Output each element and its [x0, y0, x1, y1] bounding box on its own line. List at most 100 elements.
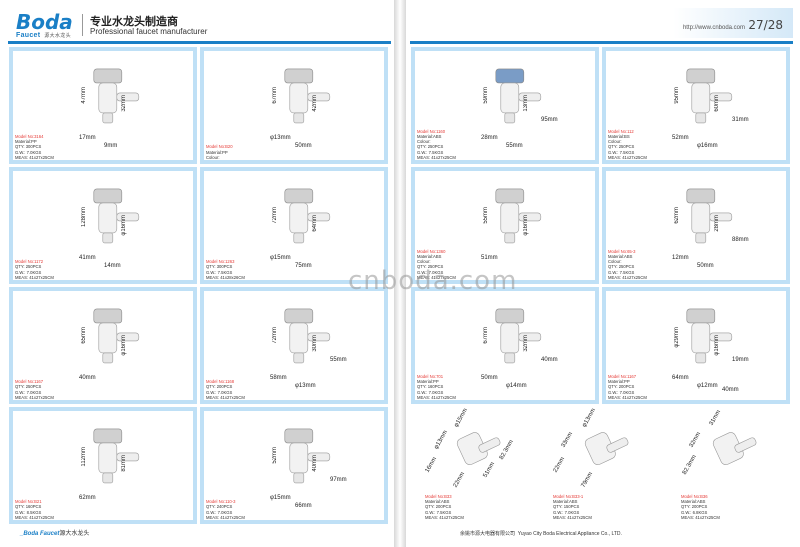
spec-line: G.W.: 7.0KGS — [608, 389, 635, 395]
faucet-icon — [93, 68, 140, 124]
dimension-label: 60mm — [714, 95, 720, 112]
spec-line: G.W.: 7.0KGS — [417, 389, 444, 395]
dimension-label: φ16mm — [697, 143, 718, 149]
faucet-part-shape — [709, 332, 733, 342]
faucet-part-shape — [293, 232, 305, 244]
faucet-part-shape — [307, 332, 331, 342]
spec-line: G.W.: 7.0KGS — [15, 149, 42, 155]
faucet-icon — [284, 68, 331, 124]
spec-line: Material:BS — [608, 133, 630, 139]
dimension-label: 66mm — [295, 503, 312, 509]
spec-line: MEAS: 41x27x25CM — [417, 394, 456, 400]
faucet-icon — [93, 188, 140, 244]
dimension-label: 28mm — [481, 135, 498, 141]
faucet-part-shape — [93, 68, 123, 84]
spec-line: G.W.: 7.0KGS — [15, 269, 42, 275]
faucet-part-shape — [289, 202, 309, 234]
faucet-part-shape — [500, 322, 520, 354]
faucet-part-shape — [116, 452, 140, 462]
footer-brand-cn: 源大水龙头 — [59, 531, 90, 537]
dimension-label: 59mm — [483, 87, 489, 104]
faucet-icon — [284, 188, 331, 244]
faucet-part-shape — [116, 92, 140, 102]
spec-line: G.W.: 8.5KGS — [15, 509, 42, 515]
faucet-part-shape — [93, 428, 123, 444]
dimension-label: 13mm — [523, 95, 529, 112]
spec-line: Material:PP — [206, 149, 228, 155]
dimension-label: 81mm — [121, 455, 127, 472]
spec-line: QTY: 200PCS — [681, 504, 708, 510]
spec-line: MEAS: 41x27x25CM — [681, 514, 720, 520]
model-number: Model No:1167 — [15, 379, 44, 385]
dimension-label: φ16mm — [714, 335, 720, 356]
dimension-label: φ15mm — [270, 255, 291, 261]
header-url[interactable]: http://www.cnboda.com — [682, 25, 745, 31]
footer-company-cn: 余姚市源大电器有限公司 — [460, 531, 516, 537]
spec-line: Material:ABS — [417, 253, 442, 259]
dimension-label: 41mm — [79, 255, 96, 261]
model-number: Model No:1167 — [608, 373, 637, 379]
footer-company-en: Yuyao City Boda Electrical Appliance Co.… — [517, 531, 622, 537]
faucet-part-shape — [691, 322, 711, 354]
spec-line: Colour: — [608, 139, 622, 145]
model-number: Model No:65-3 — [608, 248, 636, 254]
dimension-label: 47mm — [81, 87, 87, 104]
spec-line: Material:ABS — [608, 253, 633, 259]
spec-line: G.W.: 7.5KGS — [206, 269, 233, 275]
faucet-icon — [456, 432, 501, 466]
dimension-label: 40mm — [722, 387, 739, 393]
faucet-part-shape — [93, 188, 123, 204]
faucet-part-shape — [709, 92, 733, 102]
spec-line: MEAS: 41x27x25CM — [608, 274, 647, 280]
dimension-label: 50mm — [481, 375, 498, 381]
spec-line: G.W.: 6.8KGS — [681, 509, 708, 515]
model-number: Model No:112 — [608, 128, 634, 134]
faucet-part-shape — [293, 112, 305, 124]
faucet-part-shape — [307, 452, 331, 462]
model-number: Model No:110-3 — [206, 499, 236, 505]
faucet-part-shape — [495, 68, 525, 84]
model-number: Model No:B20 — [206, 144, 233, 150]
brand-sub-cn: 源大水龙头 — [44, 33, 71, 39]
faucet-part-shape — [691, 202, 711, 234]
spec-line: QTY: 300PCS — [15, 144, 42, 150]
dimension-label: 42mm — [312, 95, 318, 112]
spec-line: G.W.: 7.5KGS — [608, 269, 635, 275]
dimension-label: 40mm — [312, 455, 318, 472]
faucet-part-shape — [102, 232, 114, 244]
spec-line: Material:ABS — [681, 499, 706, 505]
dimension-label: φ15mm — [270, 495, 291, 501]
spec-line: G.W.: 7.0KGS — [206, 509, 233, 515]
spec-line: MEAS: 41x27x25CM — [15, 154, 54, 160]
model-number: Model No:3164 — [15, 133, 44, 139]
dimension-label: 19mm — [732, 357, 749, 363]
dimension-label: 32mm — [121, 95, 127, 112]
faucet-icon — [495, 308, 542, 364]
dimension-label: 17mm — [79, 135, 96, 141]
spec-line: QTY: 160PCS — [417, 384, 444, 390]
dimension-label: φ13mm — [295, 383, 316, 389]
spec-line: MEAS: 41x28x26CM — [206, 274, 245, 280]
header-title-en: Professional faucet manufacturer — [90, 27, 208, 36]
spec-line: QTY: 160PCS — [15, 504, 42, 510]
spec-line: QTY: 200PCS — [425, 504, 452, 510]
